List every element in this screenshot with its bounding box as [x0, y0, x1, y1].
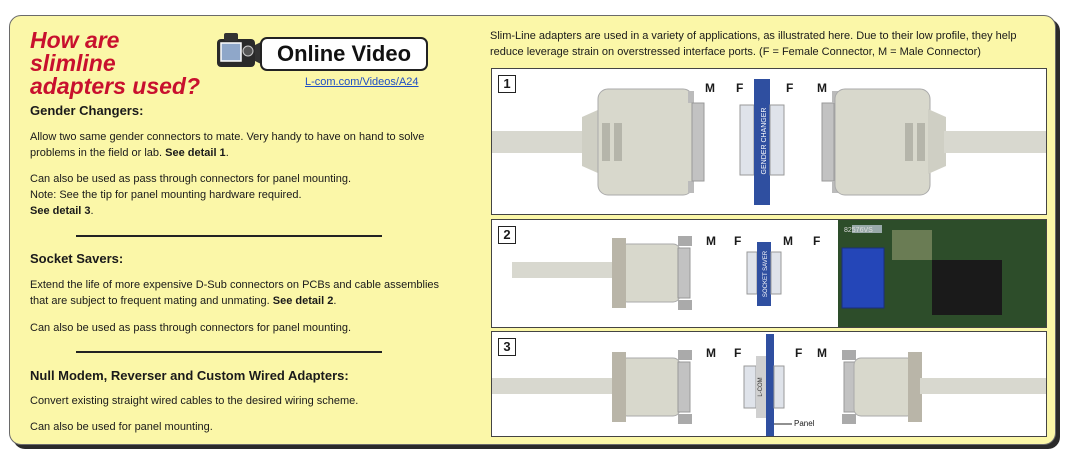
section-divider: [76, 235, 382, 237]
intro-text: Slim-Line adapters are used in a variety…: [490, 30, 1017, 58]
null-modem-text-2: Can also be used for panel mounting.: [30, 421, 213, 433]
label-female: F: [734, 346, 742, 360]
adapter-label-gender-changer: GENDER CHANGER: [761, 108, 768, 175]
see-detail-3-link: See detail 3: [30, 205, 91, 217]
detail-1-panel: 1 GENDER CHANGER M F F M: [491, 68, 1047, 215]
label-female: F: [795, 346, 803, 360]
detail-number: 3: [498, 338, 516, 356]
socket-savers-text-2: Can also be used as pass through connect…: [30, 322, 352, 334]
label-male: M: [705, 81, 715, 95]
see-detail-2-link: See detail 2: [272, 295, 334, 307]
section-heading-null-modem: Null Modem, Reverser and Custom Wired Ad…: [30, 368, 349, 383]
page-title: How are slimline adapters used?: [30, 27, 200, 99]
gender-changer-illustration: GENDER CHANGER: [492, 79, 1046, 205]
section-divider: [76, 351, 382, 353]
see-detail-1-link: See detail 1: [165, 147, 226, 159]
detail-2-panel: 2 SOCKET SAVER 82576VS M F M F: [491, 219, 1047, 328]
section-heading-socket-savers: Socket Savers:: [30, 251, 124, 266]
online-video-button[interactable]: Online Video: [216, 31, 434, 75]
label-female: F: [736, 81, 744, 95]
detail-number: 1: [498, 75, 516, 93]
panel-label: Panel: [794, 419, 815, 428]
null-modem-text-1: Convert existing straight wired cables t…: [30, 395, 359, 407]
label-male: M: [783, 234, 793, 248]
label-male: M: [817, 81, 827, 95]
socket-savers-text-1: Extend the life of more expensive D-Sub …: [30, 279, 440, 307]
adapter-label-socket-saver: SOCKET SAVER: [763, 250, 769, 297]
panel-mount-illustration: L-COM: [492, 334, 1046, 436]
label-male: M: [706, 346, 716, 360]
gender-changers-text-2: Can also be used as pass through connect…: [30, 173, 352, 217]
socket-saver-illustration: SOCKET SAVER 82576VS: [512, 220, 1046, 327]
section-heading-gender-changers: Gender Changers:: [30, 103, 144, 118]
video-link[interactable]: L-com.com/Videos/A24: [305, 76, 419, 88]
board-label: 82576VS: [844, 227, 873, 234]
label-female: F: [734, 234, 742, 248]
label-male: M: [706, 234, 716, 248]
adapter-label-lcom: L-COM: [758, 377, 764, 396]
label-male: M: [817, 346, 827, 360]
online-video-label: Online Video: [260, 37, 428, 71]
label-female: F: [786, 81, 794, 95]
detail-number: 2: [498, 226, 516, 244]
gender-changers-text-1: Allow two same gender connectors to mate…: [30, 131, 425, 159]
detail-3-panel: 3 L-COM M F F M Panel: [491, 331, 1047, 437]
video-camera-icon: [217, 33, 263, 67]
label-female: F: [813, 234, 821, 248]
